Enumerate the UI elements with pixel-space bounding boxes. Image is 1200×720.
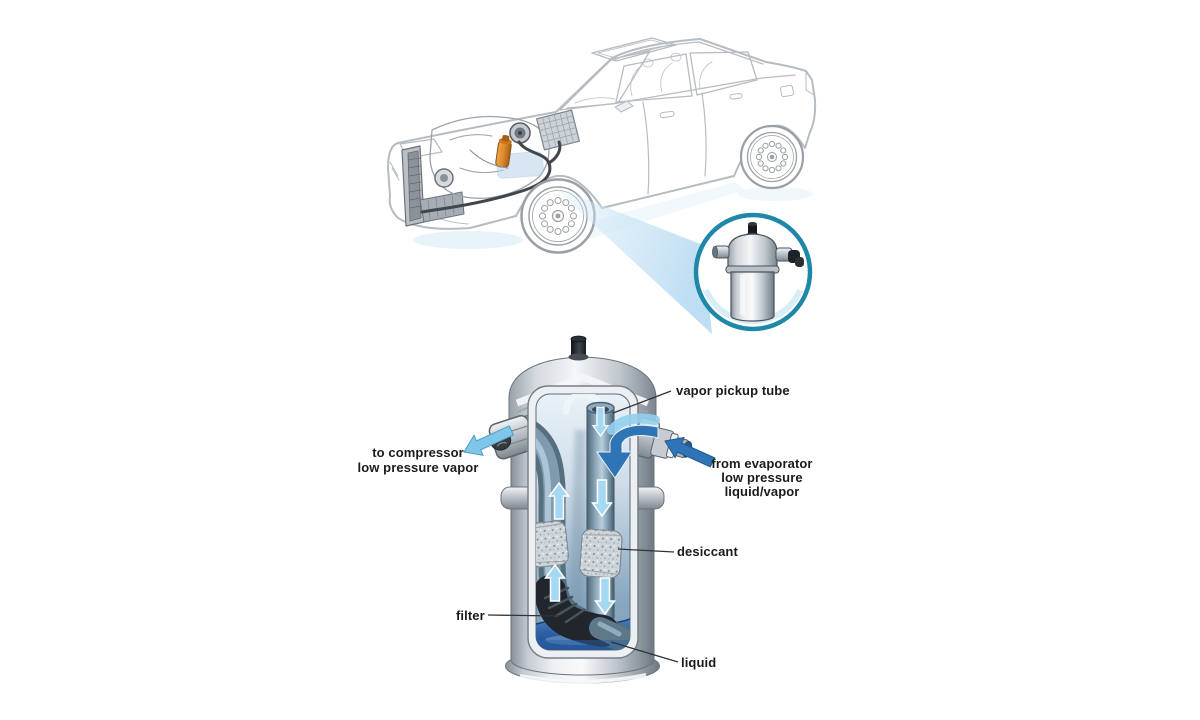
accumulator-thumbnail (712, 222, 804, 322)
label-filter: filter (456, 608, 485, 623)
condenser-radiator (401, 145, 465, 227)
base-highlight (519, 673, 647, 684)
leader-filter (487, 614, 560, 617)
leader-desiccant (617, 548, 675, 553)
thumbnail-left-port (712, 245, 730, 259)
sunroof (591, 37, 677, 62)
leader-vapor-pickup-tube (612, 390, 672, 414)
front-door-cut (642, 101, 650, 195)
label-from-evaporator-line1: from evaporator (711, 456, 813, 471)
service-port-nub (568, 335, 589, 361)
accumulator-cutaway (458, 335, 718, 684)
curved-inlet-arrow (596, 424, 659, 479)
car-shadow-front (413, 231, 523, 249)
engine-block-outline (429, 115, 550, 199)
engine-detail-1 (449, 134, 493, 141)
label-to-compressor-line1: to compressor (372, 445, 464, 460)
rear-wheel-holes (755, 140, 789, 174)
label-desiccant: desiccant (677, 544, 738, 559)
side-mirror (614, 100, 634, 113)
label-from-evaporator-line3: liquid/vapor (724, 484, 800, 499)
fuel-door (780, 84, 794, 98)
callout-circle (693, 212, 813, 332)
front-side-window (615, 53, 693, 103)
label-from-evaporator-line2: low pressure (721, 470, 803, 485)
leader-liquid (610, 641, 679, 663)
label-vapor-pickup-tube: vapor pickup tube (676, 383, 790, 398)
desiccant-bag-right (579, 528, 623, 579)
liquid-front-overlay (536, 640, 630, 650)
tail-lamp (805, 71, 815, 96)
inlet-flow-chevron (607, 413, 660, 435)
beltline (566, 74, 796, 109)
car-body-outline (387, 38, 817, 230)
zoom-beam (552, 186, 712, 334)
door-handle-rear (729, 92, 743, 100)
door-handle-front (659, 110, 675, 119)
engine-cable (469, 149, 509, 169)
compressor-clutch-center (518, 131, 522, 135)
car-shadow-rear (737, 187, 813, 201)
label-liquid: liquid (681, 655, 717, 670)
sunroof-inner (597, 39, 671, 59)
leader-lines (487, 390, 679, 663)
crank-pulley-hub (440, 174, 448, 182)
front-wheel-holes (539, 197, 577, 235)
thumbnail-right-port (775, 247, 804, 267)
label-from-evaporator: from evaporator low pressure liquid/vapo… (710, 457, 814, 499)
label-to-compressor-line2: low pressure vapor (357, 460, 479, 475)
evaporator-grid (536, 109, 580, 151)
engine-bay (401, 109, 580, 227)
rear-door-cut (701, 92, 707, 177)
rear-wheel (739, 124, 805, 190)
interior-seats (574, 52, 713, 104)
rear-side-window (689, 51, 758, 96)
desiccant-bag-left (536, 520, 569, 568)
car-illustration (387, 37, 817, 254)
label-to-compressor: to compressor low pressure vapor (356, 445, 480, 475)
